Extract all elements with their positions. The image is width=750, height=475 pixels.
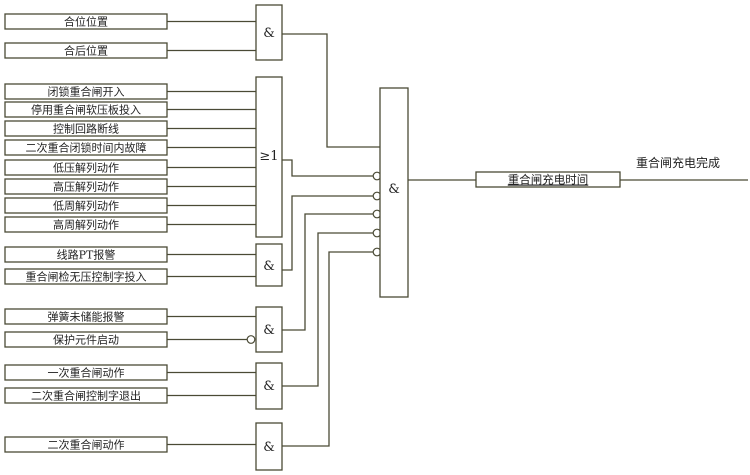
output-label: 重合闸充电完成 xyxy=(636,155,720,170)
input-7: 低压解列动作 xyxy=(4,159,168,176)
input-12-label: 重合闸检无压控制字投入 xyxy=(26,270,147,284)
input-10-label: 高周解列动作 xyxy=(53,218,119,232)
input-14: 保护元件启动 xyxy=(4,331,168,348)
input-10: 高周解列动作 xyxy=(4,216,168,233)
input-13: 弹簧未储能报警 xyxy=(4,308,168,325)
input-15: 一次重合闸动作 xyxy=(4,364,168,381)
charging-timer-label: 重合闸充电时间 xyxy=(508,173,589,187)
input-6: 二次重合闭锁时间内故障 xyxy=(4,139,168,156)
input-6-label: 二次重合闭锁时间内故障 xyxy=(26,141,147,155)
input-2: 合后位置 xyxy=(4,42,168,59)
input-3-label: 闭锁重合闸开入 xyxy=(48,85,125,99)
and-gate-1-symbol: & xyxy=(263,26,275,41)
input-5: 控制回路断线 xyxy=(4,120,168,137)
gate-output-wires xyxy=(282,33,380,447)
input-12: 重合闸检无压控制字投入 xyxy=(4,268,168,285)
input-1: 合位位置 xyxy=(4,13,168,30)
input-15-label: 一次重合闸动作 xyxy=(48,366,125,380)
and-gate-4-symbol: & xyxy=(263,379,275,394)
inverter-bubble-input-14 xyxy=(246,335,256,344)
input-8-label: 高压解列动作 xyxy=(53,180,119,194)
input-16-label: 二次重合闸控制字退出 xyxy=(31,389,141,403)
and-gate-4: & xyxy=(255,362,283,410)
input-wires xyxy=(167,20,256,446)
input-1-label: 合位位置 xyxy=(64,15,108,29)
input-9-label: 低周解列动作 xyxy=(53,199,119,213)
and-gate-5-symbol: & xyxy=(263,440,275,455)
input-3: 闭锁重合闸开入 xyxy=(4,83,168,100)
input-9: 低周解列动作 xyxy=(4,197,168,214)
input-16: 二次重合闸控制字退出 xyxy=(4,387,168,404)
input-4-label: 停用重合闸软压板投入 xyxy=(31,103,141,117)
and-gate-3-symbol: & xyxy=(263,323,275,338)
or-gate-1: ≥1 xyxy=(255,76,283,238)
and-gate-2-symbol: & xyxy=(263,259,275,274)
main-and-gate: & xyxy=(379,87,409,298)
input-5-label: 控制回路断线 xyxy=(53,122,119,136)
or-gate-1-symbol: ≥1 xyxy=(259,149,278,164)
and-gate-5: & xyxy=(255,422,283,471)
input-11-label: 线路PT报警 xyxy=(57,248,116,262)
and-gate-1: & xyxy=(255,4,283,61)
input-17-label: 二次重合闸动作 xyxy=(48,438,125,452)
charging-timer: 重合闸充电时间 xyxy=(475,171,621,188)
input-13-label: 弹簧未储能报警 xyxy=(48,310,125,324)
input-7-label: 低压解列动作 xyxy=(53,161,119,175)
input-8: 高压解列动作 xyxy=(4,178,168,195)
input-4: 停用重合闸软压板投入 xyxy=(4,101,168,118)
input-2-label: 合后位置 xyxy=(64,44,108,58)
input-17: 二次重合闸动作 xyxy=(4,436,168,453)
and-gate-2: & xyxy=(255,243,283,287)
input-14-label: 保护元件启动 xyxy=(53,333,119,347)
and-gate-3: & xyxy=(255,306,283,353)
input-11: 线路PT报警 xyxy=(4,246,168,263)
main-and-gate-symbol: & xyxy=(388,182,400,197)
